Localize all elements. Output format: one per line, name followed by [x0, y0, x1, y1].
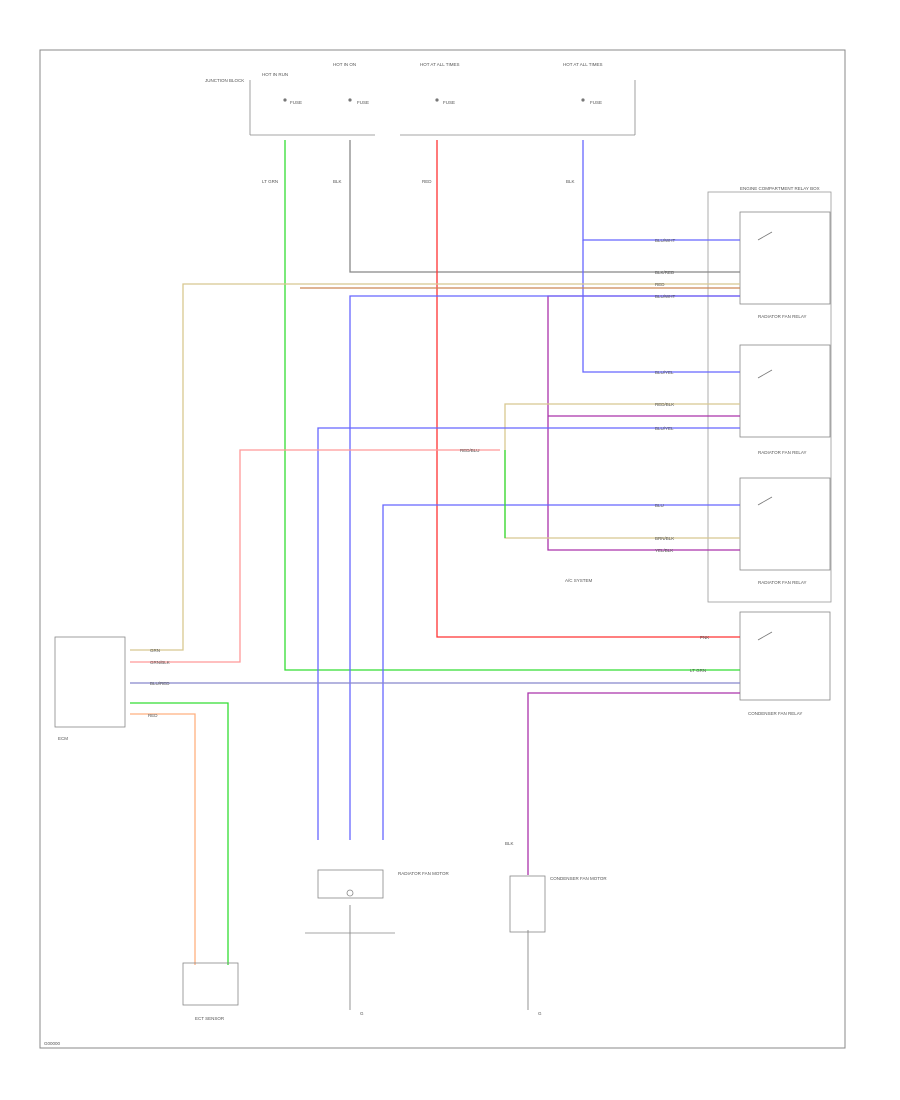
fuse-block: JUNCTION BLOCK HOT IN RUN HOT IN ON HOT …	[205, 62, 636, 136]
fan-motor-label: RADIATOR FAN MOTOR	[398, 871, 450, 876]
wire-label: RED	[655, 282, 665, 287]
sensor-label: ECT SENSOR	[195, 1016, 225, 1021]
condenser-fan-motor: CONDENSER FAN MOTOR	[509, 875, 607, 933]
radiator-fan-motor: RADIATOR FAN MOTOR	[305, 869, 450, 934]
ecm-box	[54, 636, 126, 728]
cond-motor-label: CONDENSER FAN MOTOR	[550, 876, 607, 881]
footer-code: G00000	[44, 1041, 61, 1046]
wire-label: PNK	[700, 635, 709, 640]
wire-label: RED/BLK	[655, 402, 674, 407]
wire-label: BLU/YEL	[655, 426, 674, 431]
wire-label: GRN/BLK	[150, 660, 170, 665]
relay-label-1: RADIATOR FAN RELAY	[758, 314, 807, 319]
wire-label: BLK/RED	[655, 270, 675, 275]
wire-label: RED	[148, 713, 158, 718]
wire-label: BLU/WHT	[655, 238, 676, 243]
wire-label: BLK	[333, 179, 342, 184]
system-note: A/C SYSTEM	[565, 578, 593, 583]
ground-label-1: G	[360, 1011, 364, 1016]
wire-label: BRN/BLK	[655, 536, 674, 541]
wire-label: YEL/BLK	[655, 548, 673, 553]
wire-label: BLU/YEL	[655, 370, 674, 375]
wire-label: BLU/RED	[150, 681, 170, 686]
wire-labels: LT GRN BLK RED BLK BLU/WHT RED BLU/YEL B…	[148, 179, 709, 846]
fuse-name-1: FUSE	[290, 100, 302, 105]
relay-panel	[707, 191, 832, 603]
relay-label-3: RADIATOR FAN RELAY	[758, 580, 807, 585]
ground-label-2: G	[538, 1011, 542, 1016]
diagram-frame	[39, 49, 846, 1049]
fuse-name-3: FUSE	[443, 100, 455, 105]
junction-label: JUNCTION BLOCK	[205, 78, 244, 83]
fuse-label-4: HOT AT ALL TIMES	[563, 62, 603, 67]
wire-label: BLU	[655, 503, 664, 508]
relay-3: RADIATOR FAN RELAY	[739, 477, 831, 585]
relay-label-2: RADIATOR FAN RELAY	[758, 450, 807, 455]
ect-sensor: ECT SENSOR	[182, 962, 239, 1021]
wires	[130, 140, 740, 1010]
fuse-label-2: HOT IN ON	[333, 62, 356, 67]
fuse-label-1: HOT IN RUN	[262, 72, 288, 77]
wire-label: RED	[422, 179, 432, 184]
ecm-label: ECM	[58, 736, 68, 741]
wire-label: BLK	[566, 179, 575, 184]
wire-label: LT GRN	[262, 179, 278, 184]
wire-label: RED/BLU	[460, 448, 480, 453]
relay-1: RADIATOR FAN RELAY	[739, 211, 831, 319]
fuse-label-3: HOT AT ALL TIMES	[420, 62, 460, 67]
relay-4: CONDENSER FAN RELAY	[739, 611, 831, 716]
wire-label: GRN	[150, 648, 160, 653]
wire-label: BLK	[505, 841, 514, 846]
fuse-name-4: FUSE	[590, 100, 602, 105]
relay-label-4: CONDENSER FAN RELAY	[748, 711, 802, 716]
relay-2: RADIATOR FAN RELAY	[739, 344, 831, 455]
wire-label: LT GRN	[690, 668, 706, 673]
wire-label: BLU/WHT	[655, 294, 676, 299]
relay-panel-label: ENGINE COMPARTMENT RELAY BOX	[740, 186, 820, 191]
fuse-name-2: FUSE	[357, 100, 369, 105]
